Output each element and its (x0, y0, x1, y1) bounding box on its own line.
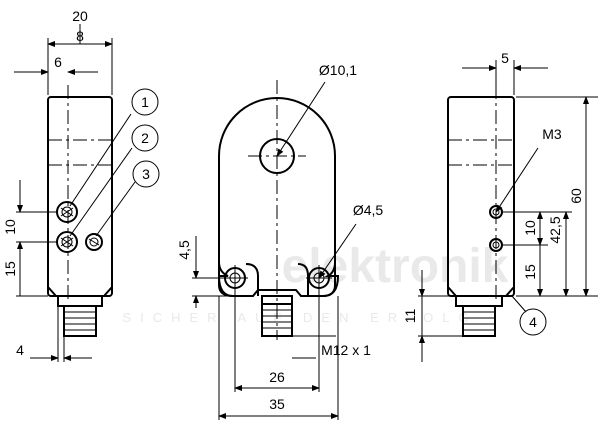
svg-text:4: 4 (529, 314, 537, 330)
front-view-mounting-hole (259, 138, 295, 174)
side-view-connector (57, 295, 103, 337)
dim-side-inner-width: 8 (76, 28, 84, 44)
side-view: 20 8 6 10 15 4 1 2 (2, 8, 160, 362)
watermark-slogan: SICHER AUF DEN ERFOLG (122, 310, 477, 325)
front-view: Ø10,1 Ø4,5 4,5 M12 x 1 26 35 (176, 62, 383, 420)
dim-front-total-width: 35 (269, 396, 285, 412)
led-2 (56, 231, 78, 253)
callout-4: 4 (511, 295, 547, 336)
dim-front-small-hole-diameter: Ø4,5 (353, 202, 384, 218)
dim-front-connector-thread: M12 x 1 (321, 342, 371, 358)
dim-front-hole-diameter: Ø10,1 (319, 62, 357, 78)
dim-front-hole-spacing: 26 (269, 369, 285, 385)
watermark-logo-text: elektronik (282, 240, 509, 293)
side-view-chamfer (47, 286, 113, 297)
dim-side-total-width: 20 (72, 8, 88, 24)
dim-side-bottom-extra: 4 (16, 342, 24, 358)
right-view: 5 M3 60 42,5 10 15 11 4 (402, 50, 598, 362)
dim-right-hole-height: 42,5 (547, 216, 563, 243)
dim-side-bottom-offset: 15 (2, 261, 18, 277)
dim-right-thread: M3 (542, 126, 562, 142)
front-view-connector (261, 295, 293, 337)
svg-text:2: 2 (141, 130, 149, 146)
dim-right-bottom-offset: 15 (522, 264, 538, 280)
svg-text:3: 3 (142, 166, 150, 182)
dim-right-top-offset: 5 (501, 50, 509, 66)
dim-right-connector-length: 11 (402, 309, 418, 324)
led-1 (56, 201, 78, 223)
dim-right-hole-spacing: 10 (522, 220, 538, 236)
callout-1: 1 (69, 88, 159, 207)
dim-right-total-height: 60 (568, 188, 584, 204)
callout-2: 2 (69, 124, 159, 237)
callout-3: 3 (95, 160, 160, 237)
led-3 (85, 233, 103, 251)
side-view-body (47, 96, 113, 297)
right-view-connector (455, 295, 503, 337)
dim-side-hole-spacing: 10 (2, 219, 18, 235)
dim-front-tab-height: 4,5 (176, 240, 192, 260)
svg-text:1: 1 (141, 94, 149, 110)
dim-side-left-offset: 6 (54, 54, 62, 70)
